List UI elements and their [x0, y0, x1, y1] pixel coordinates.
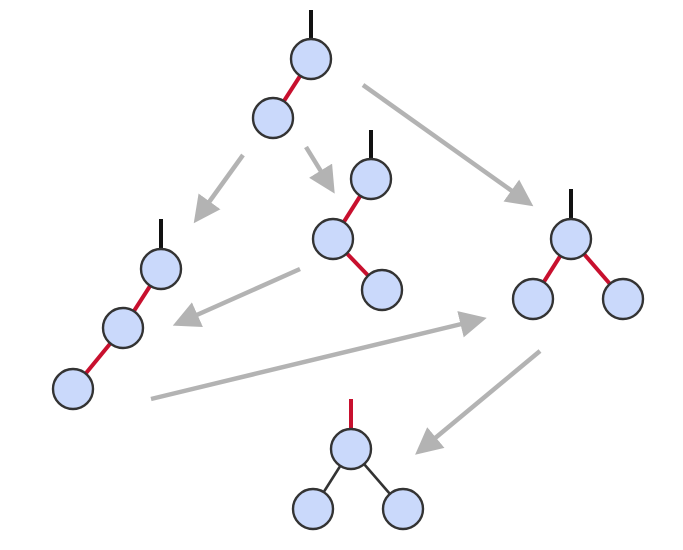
transition-arrows [150, 83, 542, 455]
tree-both-red-children [511, 189, 645, 321]
arrow-left-lean-to-left-left-chain [193, 153, 245, 224]
arrow-left-lean-to-two-red-children [361, 83, 534, 207]
arrow-two-red-children-to-color-flipped [415, 349, 542, 455]
tree-node [291, 487, 335, 531]
tree-node [51, 367, 95, 411]
tree-node [329, 427, 373, 471]
tree-node [549, 217, 593, 261]
tree-left-right-zigzag [311, 130, 404, 312]
tree-node [251, 96, 295, 140]
tree-node [311, 217, 355, 261]
tree-node [139, 247, 183, 291]
tree-left-left-chain [51, 219, 183, 411]
arrow-left-left-chain-to-two-red-children [150, 311, 487, 402]
tree-node [511, 277, 555, 321]
tree-node [360, 268, 404, 312]
tree-left-lean [251, 10, 333, 140]
tree-node [289, 37, 333, 81]
tree-node [349, 157, 393, 201]
tree-node [101, 306, 145, 350]
tree-color-flipped [291, 399, 425, 531]
tree-node [601, 277, 645, 321]
arrow-left-lean-to-zigzag [304, 145, 335, 194]
tree-node [381, 487, 425, 531]
arrow-zigzag-to-left-left-chain [172, 266, 301, 328]
